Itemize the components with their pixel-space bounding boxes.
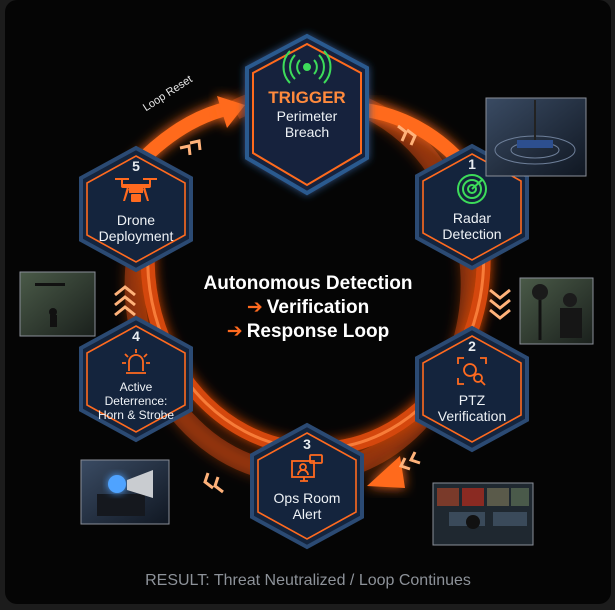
step-label: Detection <box>442 226 502 242</box>
step-hexagons <box>79 143 529 550</box>
drone-icon <box>76 176 196 206</box>
step-label: Verification <box>437 408 507 424</box>
trigger-hexagon <box>245 33 369 196</box>
loop-reset-arrowhead <box>217 96 245 128</box>
step-label: PTZ <box>458 392 486 408</box>
photo-radar-tower <box>485 97 587 177</box>
photo-ops-room <box>432 482 534 546</box>
monitor-chat-icon <box>247 454 367 484</box>
signal-broadcast-icon <box>247 50 367 84</box>
step-number: 2 <box>468 338 476 354</box>
hex-step-4 <box>79 315 193 443</box>
center-title: Autonomous Detection ➔Verification ➔Resp… <box>5 272 611 344</box>
hex-step-3 <box>250 422 364 550</box>
step-label: Deployment <box>98 228 174 244</box>
infographic-card: Loop Reset TRIGGER Perimeter Breach 1 Ra… <box>5 0 611 604</box>
ops-arrowhead <box>367 456 405 488</box>
camera-zoom-icon <box>412 356 532 386</box>
photo-camera-operator <box>519 277 594 345</box>
step-number: 4 <box>132 328 140 344</box>
hex-step-2 <box>415 325 529 453</box>
arrow-right-icon: ➔ <box>246 297 263 318</box>
center-title-line1: Autonomous Detection <box>203 273 413 294</box>
step-label: Drone <box>116 212 156 228</box>
siren-icon <box>76 346 196 376</box>
step-label: Alert <box>292 506 322 522</box>
photo-drone-intruder <box>19 271 96 337</box>
result-caption: RESULT: Threat Neutralized / Loop Contin… <box>145 572 471 589</box>
trigger-label-line2: Breach <box>284 124 330 140</box>
step-active-deterrence: 4 Active Deterrence: Horn & Strobe <box>76 328 196 422</box>
trigger-node: TRIGGER Perimeter Breach <box>247 50 367 140</box>
hex-step-5 <box>79 145 193 273</box>
step-label: Radar <box>452 210 492 226</box>
step-label: Deterrence: <box>104 394 168 408</box>
step-label: Horn & Strobe <box>97 408 175 422</box>
step-number: 5 <box>132 158 140 174</box>
step-number: 3 <box>303 436 311 452</box>
photo-horn-strobe <box>80 459 170 525</box>
step-radar-detection: 1 Radar Detection <box>412 156 532 242</box>
trigger-label-line1: Perimeter <box>276 108 338 124</box>
step-ptz-verification: 2 PTZ Verification <box>412 338 532 424</box>
step-number: 1 <box>468 156 476 172</box>
arrow-right-icon: ➔ <box>226 321 243 342</box>
step-label: Active <box>119 380 153 394</box>
center-title-line3: Response Loop <box>246 321 390 342</box>
step-drone-deployment: 5 Drone Deployment <box>76 158 196 244</box>
loop-diagram <box>19 33 594 550</box>
radar-icon <box>412 174 532 204</box>
trigger-title: TRIGGER <box>268 88 346 107</box>
step-ops-room-alert: 3 Ops Room Alert <box>247 436 367 522</box>
center-title-line2: Verification <box>266 297 370 318</box>
chevron-markers <box>114 124 511 494</box>
step-label: Ops Room <box>273 490 341 506</box>
